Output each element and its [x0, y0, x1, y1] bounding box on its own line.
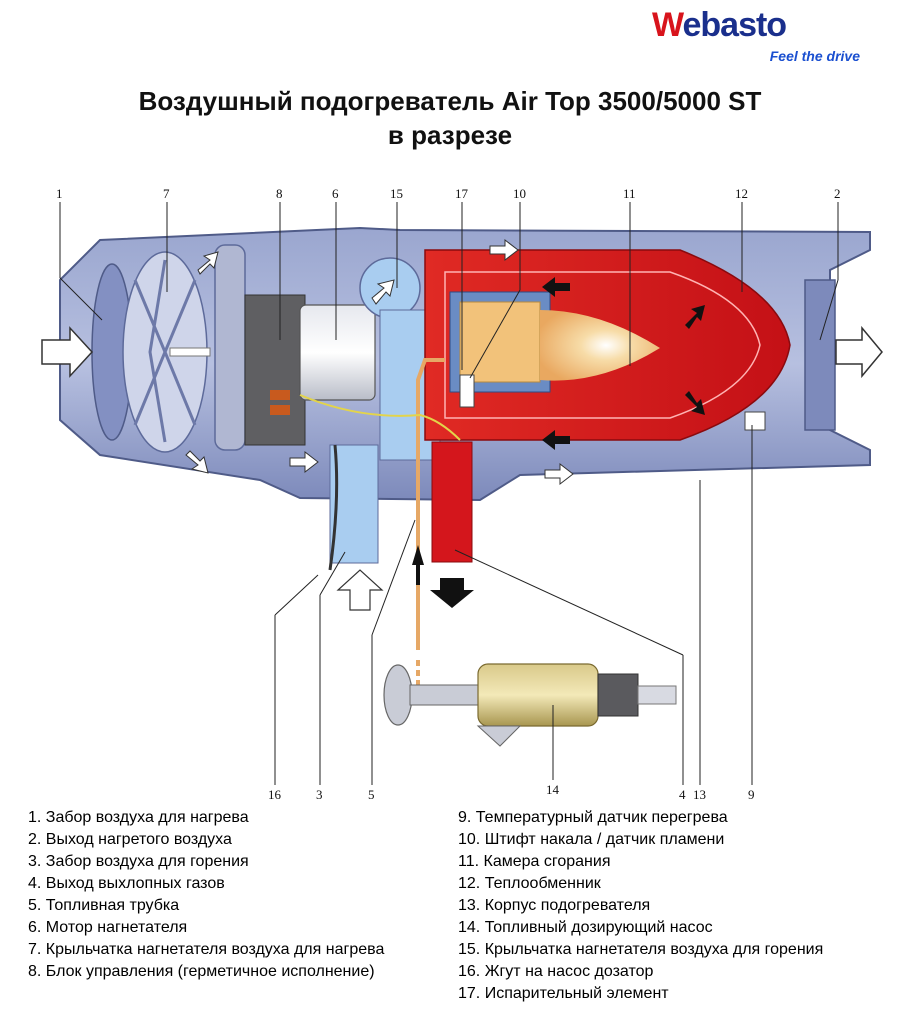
page-subtitle: в разрезе [387, 120, 513, 150]
exhaust-outlet [431, 441, 473, 563]
legend-item: 13. Корпус подогревателя [458, 897, 651, 914]
legend-item: 8. Блок управления (герметичное исполнен… [28, 963, 375, 980]
callout-13: 13 [693, 787, 706, 800]
logo-wordmark: Webasto [652, 6, 787, 45]
intake-arrow [41, 326, 94, 378]
page-title: Воздушный подогреватель Air Top 3500/500… [138, 86, 762, 116]
callout-17: 17 [455, 186, 469, 201]
combustion-air-intake [329, 444, 379, 564]
callout-15: 15 [390, 186, 403, 201]
webasto-logo: Webasto Feel the drive [652, 6, 862, 66]
combustion-air-intake-arrow [336, 569, 384, 611]
callout-4: 4 [679, 787, 686, 800]
legend-item: 11. Камера сгорания [458, 853, 611, 870]
overheat-sensor [744, 411, 766, 431]
logo-tagline: Feel the drive [769, 48, 860, 64]
heating-air-impeller [122, 251, 211, 453]
legend-item: 17. Испарительный элемент [458, 985, 669, 1002]
fuel-line [416, 358, 445, 650]
exhaust-arrow [430, 578, 474, 608]
leader-lines [59, 202, 839, 785]
legend-item: 9. Температурный датчик перегрева [458, 809, 728, 826]
callout-12: 12 [735, 186, 748, 201]
legend-item: 3. Забор воздуха для горения [28, 853, 249, 870]
callout-3: 3 [316, 787, 323, 800]
legend-item: 7. Крыльчатка нагнетателя воздуха для на… [28, 941, 385, 958]
callout-8: 8 [276, 186, 283, 201]
callout-numbers: 1 7 8 6 15 17 10 11 12 2 16 3 5 14 4 13 … [56, 186, 841, 800]
legend-item: 12. Теплообменник [458, 875, 601, 892]
fuel-arrow [412, 545, 424, 585]
outlet-arrow [835, 325, 883, 379]
callout-6: 6 [332, 186, 339, 201]
legend-item: 16. Жгут на насос дозатор [458, 963, 654, 980]
control-unit [244, 294, 306, 446]
legend-item: 14. Топливный дозирующий насос [458, 919, 713, 936]
callout-7: 7 [163, 186, 170, 201]
legend-item: 4. Выход выхлопных газов [28, 875, 225, 892]
callout-9: 9 [748, 787, 755, 800]
inner-flow-arrows [542, 277, 705, 450]
legend-right: 9. Температурный датчик перегрева 10. Шт… [458, 807, 823, 1005]
legend-item: 15. Крыльчатка нагнетателя воздуха для г… [458, 941, 824, 958]
fuel-dosing-pump [383, 663, 677, 747]
glow-pin [459, 374, 475, 408]
legend-item: 2. Выход нагретого воздуха [28, 831, 232, 848]
logo-wordmark-rest: ebasto [682, 6, 787, 44]
blower-motor [299, 304, 376, 401]
callout-10: 10 [513, 186, 526, 201]
callout-16: 16 [268, 787, 282, 800]
legend-left: 1. Забор воздуха для нагрева 2. Выход на… [28, 807, 384, 983]
fan-disc [214, 244, 246, 451]
legend-item: 5. Топливная трубка [28, 897, 180, 914]
airflow-arrows [185, 238, 574, 486]
heater-cutaway-diagram: 1 7 8 6 15 17 10 11 12 2 16 3 5 14 4 13 … [41, 186, 883, 800]
legend-item: 6. Мотор нагнетателя [28, 919, 188, 936]
callout-5: 5 [368, 787, 375, 800]
callout-2: 2 [834, 186, 841, 201]
callout-11: 11 [623, 186, 636, 201]
callout-14: 14 [546, 782, 560, 797]
callout-1: 1 [56, 186, 63, 201]
legend-item: 1. Забор воздуха для нагрева [28, 809, 249, 826]
logo-initial: W [652, 6, 684, 44]
wires-yellow [299, 394, 461, 441]
legend-item: 10. Штифт накала / датчик пламени [458, 831, 725, 848]
wiring-harness [328, 444, 339, 571]
